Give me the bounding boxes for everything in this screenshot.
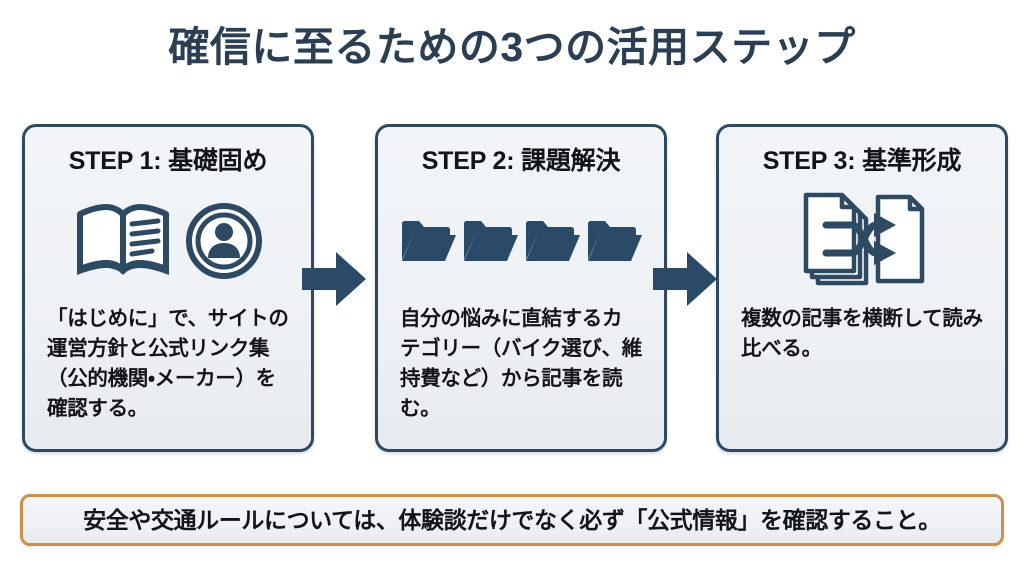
- folder-icon: [400, 218, 456, 269]
- step-3-icons: [719, 184, 1005, 302]
- step-1-heading: STEP 1: 基礎固め: [68, 147, 268, 175]
- step-2-heading: STEP 2: 課題解決: [421, 147, 621, 175]
- step-2-icons: [378, 184, 664, 302]
- step-3-body: 複数の記事を横断して読み比べる。: [741, 307, 983, 360]
- official-seal-person-icon: [186, 202, 262, 285]
- step-card-3[interactable]: STEP 3: 基準形成: [716, 124, 1008, 452]
- folder-icon: [524, 218, 580, 269]
- caution-banner: 安全や交通ルールについては、体験談だけでなく必ず「公式情報」を確認すること。: [20, 494, 1004, 546]
- folder-icon: [462, 218, 518, 269]
- step-card-1[interactable]: STEP 1: 基礎固め: [22, 124, 314, 452]
- step-1-body: 「はじめに」で、サイトの運営方針と公式リンク集（公的機関・メーカー）を確認する。: [47, 307, 289, 420]
- step-1-icons: [25, 184, 311, 302]
- step-3-heading: STEP 3: 基準形成: [762, 147, 962, 175]
- arrow-step1-to-step2: [302, 248, 366, 310]
- caution-banner-text: 安全や交通ルールについては、体験談だけでなく必ず「公式情報」を確認すること。: [83, 507, 941, 533]
- documents-shuffle-compare-icon: [796, 189, 928, 298]
- step-2-body: 自分の悩みに直結するカテゴリー（バイク選び、維持費など）から記事を読む。: [400, 307, 642, 420]
- step-card-2[interactable]: STEP 2: 課題解決: [375, 124, 667, 452]
- folder-icon: [586, 218, 642, 269]
- page-title: 確信に至るための3つの活用ステップ: [168, 24, 856, 70]
- steps-row: STEP 1: 基礎固め: [0, 124, 1024, 454]
- open-book-icon: [74, 202, 172, 285]
- arrow-step2-to-step3: [653, 248, 717, 310]
